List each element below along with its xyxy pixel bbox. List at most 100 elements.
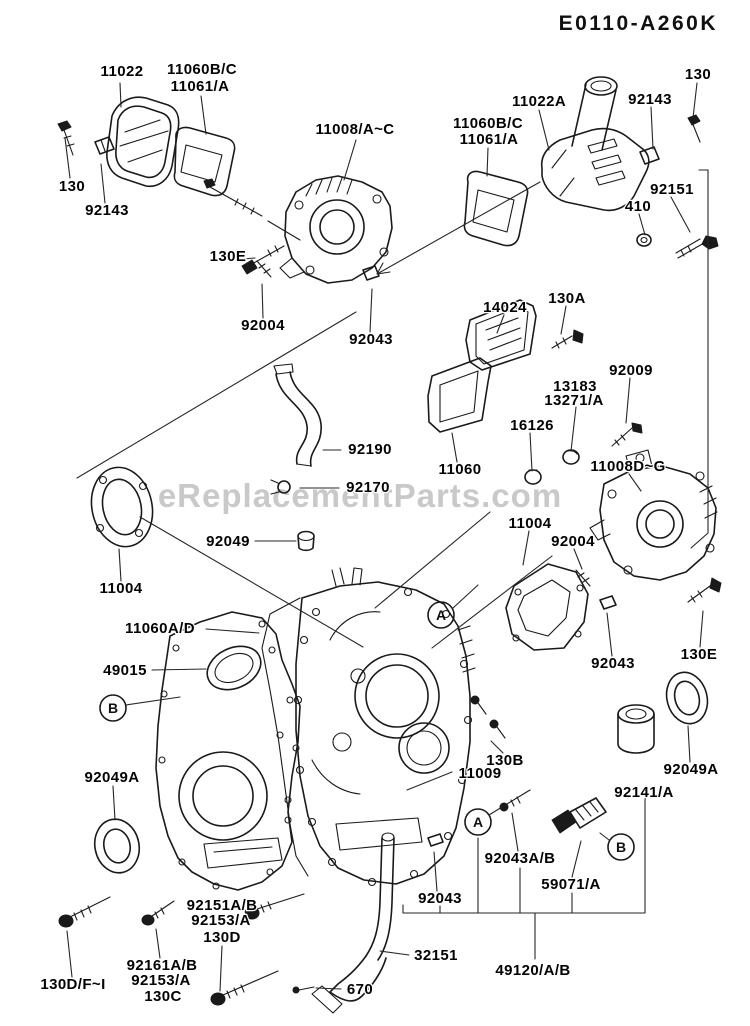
pin-92043-bottom bbox=[427, 833, 444, 847]
part-label-92049a-left: 92049A bbox=[85, 769, 140, 786]
part-label-92049: 92049 bbox=[206, 533, 250, 550]
grommet-13183 bbox=[562, 449, 580, 465]
part-label-130dfi: 130D/F~I bbox=[40, 976, 105, 993]
part-label-11009: 11009 bbox=[459, 765, 502, 782]
pin-670 bbox=[292, 986, 315, 994]
part-label-92043-right: 92043 bbox=[591, 655, 635, 672]
part-label-92141a: 92141/A bbox=[614, 784, 674, 801]
washer-410 bbox=[636, 233, 652, 247]
part-label-11004-right: 11004 bbox=[509, 515, 552, 532]
part-label-92009: 92009 bbox=[609, 362, 653, 379]
part-label-49015: 49015 bbox=[103, 662, 147, 679]
part-label-11060bc-right: 11060B/C bbox=[453, 115, 523, 132]
crankcase-main bbox=[293, 567, 476, 887]
part-label-130a: 130A bbox=[548, 290, 585, 307]
bolt-130dfi bbox=[58, 896, 111, 928]
part-label-11061a-right: 11061/A bbox=[460, 131, 519, 148]
stud-92004-left bbox=[256, 260, 272, 278]
part-label-130b: 130B bbox=[486, 752, 523, 769]
part-label-14024: 14024 bbox=[483, 299, 527, 316]
part-label-92170: 92170 bbox=[346, 479, 390, 496]
stud-92004-right bbox=[575, 569, 591, 587]
part-label-92161ab: 92161A/B bbox=[127, 957, 198, 974]
marker-letters: A B A B bbox=[108, 607, 626, 855]
gasket-11004-right bbox=[505, 563, 589, 651]
oil-pipe-32151 bbox=[311, 832, 395, 1014]
part-label-92043ab: 92043A/B bbox=[485, 850, 556, 867]
part-label-13183: 13183 bbox=[553, 378, 597, 395]
part-label-16126: 16126 bbox=[510, 417, 554, 434]
bolt-130e-left bbox=[241, 245, 285, 275]
part-label-92143-right: 92143 bbox=[628, 91, 672, 108]
oil-seal-92049a-left bbox=[93, 818, 141, 874]
part-label-11022a: 11022A bbox=[512, 93, 566, 110]
leader-lines bbox=[64, 82, 709, 992]
plug-92049 bbox=[297, 530, 315, 552]
part-label-11060bc-left: 11060B/C bbox=[167, 61, 237, 78]
part-label-11060: 11060 bbox=[439, 461, 482, 478]
gasket-11060 bbox=[427, 357, 492, 433]
bolt-stack-left bbox=[141, 900, 175, 926]
part-label-11061a-left: 11061/A bbox=[171, 78, 230, 95]
gasket-11004-left bbox=[90, 466, 154, 548]
part-label-13271a: 13271/A bbox=[544, 392, 604, 409]
marker-a-bottom: A bbox=[473, 814, 483, 830]
circle-marker-a-mid bbox=[427, 601, 455, 629]
part-label-92151: 92151 bbox=[650, 181, 694, 198]
gasket-cover-left bbox=[173, 126, 236, 197]
breather-cover-14024 bbox=[465, 299, 537, 371]
bushing-92141 bbox=[617, 704, 655, 754]
pin-92043ab bbox=[499, 789, 531, 812]
bolt-130e-right bbox=[687, 577, 722, 603]
marker-a-mid: A bbox=[436, 607, 446, 623]
part-label-92043-upper: 92043 bbox=[349, 331, 393, 348]
gasket-cover-right bbox=[463, 170, 529, 247]
gasket-11060ad bbox=[261, 597, 309, 877]
bolt-92151 bbox=[675, 235, 719, 259]
valve-cover-left bbox=[106, 96, 180, 188]
part-label-49120ab: 49120/A/B bbox=[495, 962, 570, 979]
part-label-92153a-1: 92153/A bbox=[191, 912, 251, 929]
crankcase-cover-49015 bbox=[155, 611, 301, 891]
part-label-130d: 130D bbox=[203, 929, 240, 946]
pin-92143-right bbox=[639, 146, 660, 165]
part-label-11022: 11022 bbox=[101, 63, 144, 80]
part-label-92190: 92190 bbox=[348, 441, 392, 458]
part-label-11008ac: 11008/A~C bbox=[315, 121, 394, 138]
oil-seal-92049a-right bbox=[665, 671, 709, 725]
screw-92009 bbox=[611, 422, 643, 447]
circle-marker-a-bottom bbox=[464, 808, 492, 836]
bolt-130a bbox=[551, 329, 584, 349]
marker-b-bottom: B bbox=[616, 839, 626, 855]
part-label-92143-left: 92143 bbox=[85, 202, 129, 219]
part-label-11004-left: 11004 bbox=[100, 580, 143, 597]
part-label-130e-right: 130E bbox=[681, 646, 718, 663]
part-labels: 11022 11060B/C 11061/A 11008/A~C 130 921… bbox=[39, 60, 719, 1007]
plug-59071 bbox=[551, 797, 607, 834]
diagram-code-title: E0110-A260K bbox=[559, 12, 718, 35]
oil-filler-tube bbox=[571, 76, 618, 151]
bolts-130b bbox=[470, 695, 506, 739]
part-label-11060ad: 11060A/D bbox=[125, 620, 195, 637]
valve-cover-right bbox=[540, 127, 650, 212]
screw-long-left bbox=[203, 178, 301, 241]
pin-92043-right bbox=[599, 595, 617, 610]
part-label-130-right: 130 bbox=[685, 66, 711, 83]
cylinder-head-right bbox=[589, 449, 718, 581]
screw-130-right bbox=[687, 114, 701, 143]
part-label-130-left: 130 bbox=[59, 178, 85, 195]
part-label-92004-right: 92004 bbox=[551, 533, 595, 550]
cylinder-head-left bbox=[279, 175, 393, 284]
part-label-92004-left: 92004 bbox=[241, 317, 285, 334]
clamp-92170 bbox=[270, 479, 291, 495]
part-label-92049a-right: 92049A bbox=[664, 761, 719, 778]
part-label-11008dg: 11008D~G bbox=[590, 458, 665, 475]
part-label-130e-left: 130E bbox=[210, 248, 247, 265]
part-label-32151: 32151 bbox=[414, 947, 458, 964]
pin-92143-left bbox=[94, 136, 115, 155]
part-label-92151ab: 92151A/B bbox=[187, 897, 258, 914]
watermark: eReplacementParts.com bbox=[158, 477, 562, 514]
bolt-stack-left2 bbox=[210, 970, 279, 1006]
part-label-92043-bottom: 92043 bbox=[418, 890, 462, 907]
